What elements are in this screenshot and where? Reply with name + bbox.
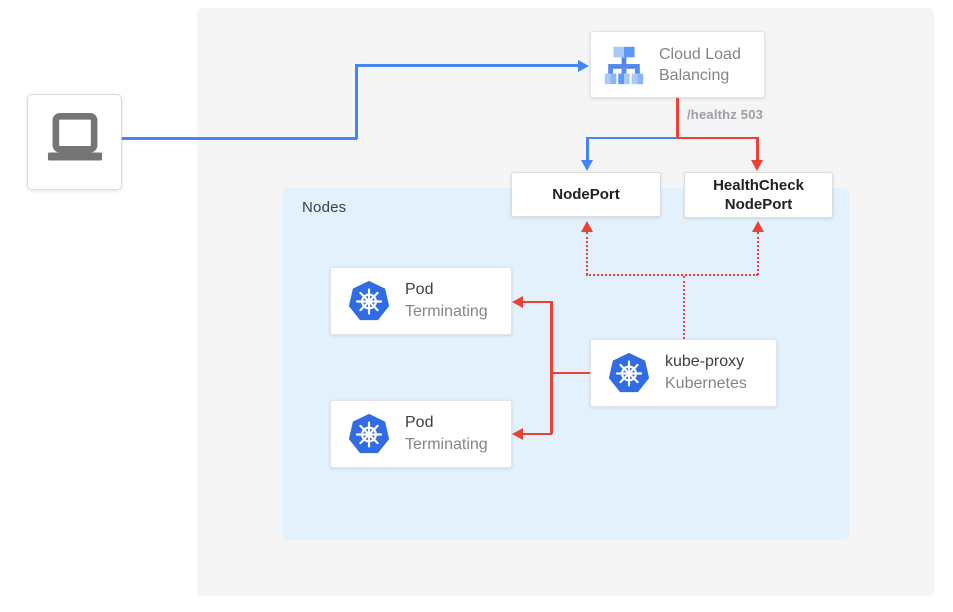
arrowhead-into-nodeport-bottom	[581, 221, 593, 232]
line-segment	[676, 98, 679, 139]
arrowhead-into-clb	[578, 59, 589, 72]
kube-proxy-subtitle: Kubernetes	[665, 375, 747, 392]
line-segment	[550, 301, 553, 434]
arrowhead-into-pod-1	[512, 296, 523, 308]
line-segment	[355, 64, 358, 139]
arrowhead-into-nodeport	[581, 160, 593, 171]
line-segment	[756, 136, 759, 163]
kube-proxy-title: kube-proxy	[665, 353, 745, 370]
client-laptop-card	[27, 94, 122, 190]
dotted-segment	[683, 276, 685, 339]
laptop-icon	[42, 111, 108, 173]
line-segment	[676, 136, 758, 139]
nodeport-label: NodePort	[552, 186, 620, 203]
pod-title: Pod	[405, 281, 434, 298]
pod-status: Terminating	[405, 303, 488, 320]
kubernetes-icon	[347, 280, 391, 323]
healthz-status-label: /healthz 503	[687, 107, 764, 122]
healthcheck-nodeport-label: HealthCheck NodePort	[713, 177, 804, 213]
line-segment	[551, 371, 590, 374]
nodeport-box: NodePort	[511, 172, 661, 217]
dotted-segment	[757, 232, 759, 275]
line-segment	[522, 432, 552, 435]
pod-terminating-1: Pod Terminating	[330, 267, 512, 335]
pod-title: Pod	[405, 414, 434, 431]
dotted-segment	[586, 232, 588, 275]
nodes-label: Nodes	[302, 199, 347, 216]
cloud-load-balancing-card: Cloud Load Balancing	[590, 31, 765, 98]
line-segment	[355, 64, 579, 67]
kube-proxy-box: kube-proxy Kubernetes	[590, 339, 777, 407]
cloud-load-balancing-icon	[601, 42, 647, 88]
line-segment	[587, 136, 678, 139]
clb-label: Cloud Load Balancing	[659, 45, 741, 84]
kubernetes-icon	[607, 352, 651, 395]
kubernetes-icon	[347, 413, 391, 456]
arrowhead-into-healthcheck-bottom	[752, 221, 764, 232]
line-segment	[586, 136, 589, 163]
healthcheck-nodeport-box: HealthCheck NodePort	[684, 172, 833, 218]
pod-terminating-2: Pod Terminating	[330, 400, 512, 468]
line-segment	[522, 300, 552, 303]
arrowhead-into-healthcheck-nodeport	[751, 160, 763, 171]
arrowhead-into-pod-2	[512, 428, 523, 440]
line-segment	[122, 137, 357, 140]
pod-status: Terminating	[405, 436, 488, 453]
dotted-segment	[586, 274, 758, 276]
